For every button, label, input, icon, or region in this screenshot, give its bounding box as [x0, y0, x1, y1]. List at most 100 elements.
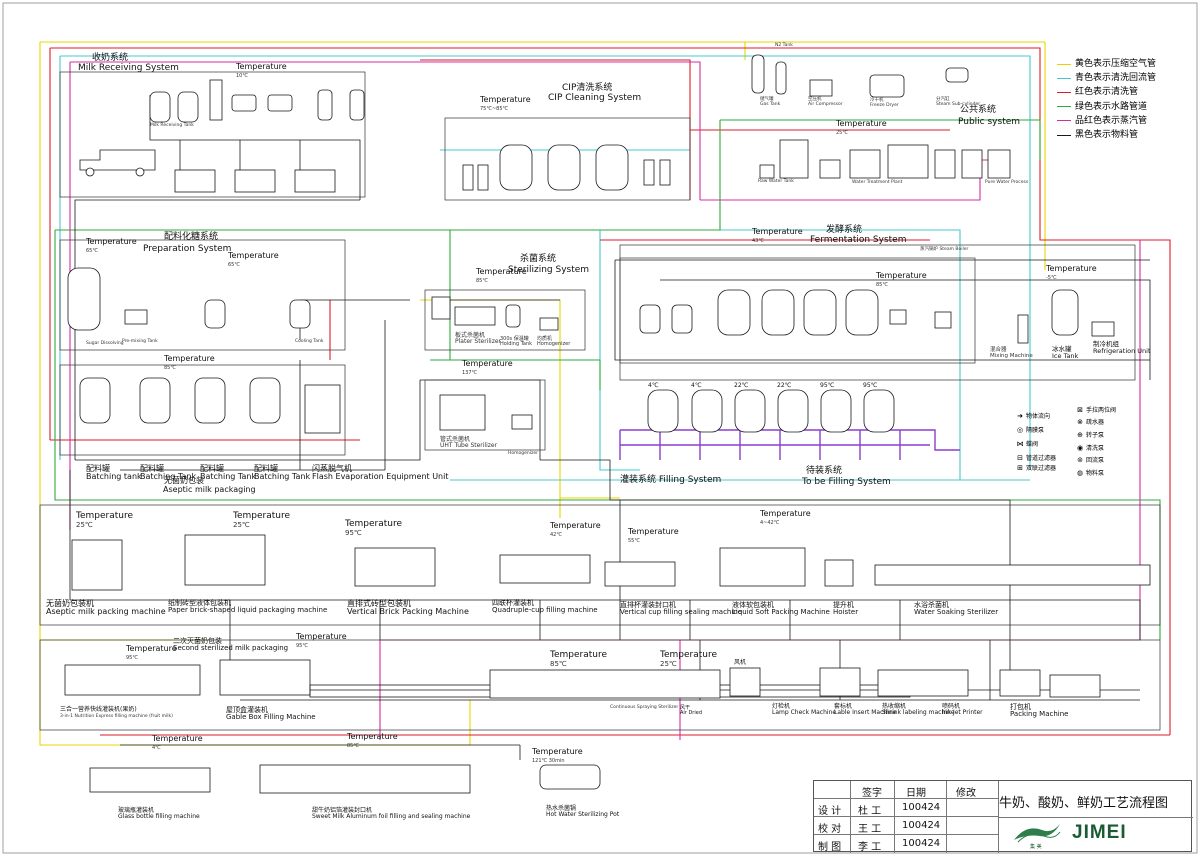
butterfly-valve-icon: ⋈ [1016, 439, 1024, 448]
symbol-legend-text: 手拉两位阀 [1086, 407, 1117, 414]
symbol-legend-text: 物体流向 [1026, 413, 1051, 420]
symbol-legend-text: 管道过滤器 [1026, 455, 1057, 462]
table-header-cell: 日期 [906, 788, 926, 799]
water-treat-label: Water Treatment Plant [852, 180, 903, 185]
legend-swatch [1057, 92, 1071, 93]
symbol-legend-item: ◍物料泵 [1076, 468, 1104, 478]
duplex-filter-icon: ⊞ [1017, 463, 1023, 472]
aseptic-pkg-cn: 无菌奶包装 [164, 476, 204, 485]
homo2-label: Homogenizer [508, 451, 538, 456]
fermentation-cn: 发酵系统 [826, 225, 863, 235]
temp-ice: Temperature-5℃ [1046, 264, 1097, 282]
table-cell-date: 100424 [902, 820, 941, 831]
aseptic-pkg-en: Aseptic milk packaging [163, 485, 256, 494]
air-pipe-yellow [39, 41, 1046, 746]
symbol-legend-text: 双联过滤器 [1026, 465, 1057, 472]
symbol-legend-item: ⊗疏水器 [1076, 417, 1104, 427]
sterilizing-box [424, 289, 586, 351]
filling-row-2 [39, 639, 1161, 731]
table-cell-date: 100424 [902, 838, 941, 849]
filling-rail-purple [619, 429, 960, 460]
brand-name: JIMEI [1072, 822, 1127, 843]
legend-item: 黄色表示压缩空气管 [1057, 57, 1156, 71]
batching-box [59, 364, 346, 456]
symbol-legend-text: 转子泵 [1086, 432, 1105, 439]
pre-mix-label: Pre-mixing Tank [122, 339, 158, 344]
legend-swatch [1057, 63, 1071, 65]
to-be-filling-cn: 待装系统 [806, 466, 843, 476]
symbol-legend-item: ◉清洗泵 [1076, 443, 1104, 453]
flow-arrow-icon: ➜ [1017, 411, 1023, 420]
raw-tank-label: Raw Water Tank [758, 179, 794, 184]
two-position-valve-icon: ⊠ [1077, 405, 1083, 414]
drawing-title: 牛奶、酸奶、鲜奶工艺流程图 [999, 796, 1169, 811]
steam-trap-icon: ⊗ [1077, 417, 1083, 426]
legend-item: 绿色表示水路管道 [1057, 100, 1156, 114]
sugar-label: Sugar Dissolving [86, 341, 124, 346]
milk-tank-label: Milk Receiving Tank [150, 123, 194, 128]
pipe-color-legend: 黄色表示压缩空气管青色表示清洗回流管红色表示清洗管绿色表示水路管道品红色表示蒸汽… [1057, 57, 1156, 142]
legend-list: 黄色表示压缩空气管青色表示清洗回流管红色表示清洗管绿色表示水路管道品红色表示蒸汽… [1057, 57, 1156, 142]
milk-receiving-box [59, 71, 366, 198]
boiler-label: 蒸汽锅炉 Steam Boiler [920, 247, 969, 252]
symbol-legend-text: 蝶阀 [1026, 441, 1039, 448]
milk-receiving-cn: 收奶系统 [92, 53, 129, 63]
symbol-legend-text: 隔膜泵 [1026, 427, 1045, 434]
tank-temp-label: 22℃ [777, 382, 792, 389]
three-in-one-label: 三合一营养快线灌装机(果奶)3-in-1 Nutrition Express f… [60, 706, 173, 720]
rotor-pump-icon: ⊕ [1077, 430, 1083, 439]
preparation-box [59, 239, 346, 351]
cooling-label: Cooling Tank [295, 339, 324, 344]
steril-tunnel-label: Continuous Spraying Sterilizer [610, 705, 679, 710]
equipment [64, 54, 1151, 794]
table-cell-role: 制 图 [818, 842, 842, 853]
tank-temp-label: 4℃ [648, 382, 659, 389]
symbol-legend-item: ⊚回流泵 [1076, 455, 1104, 465]
legend-item: 红色表示清洗管 [1057, 85, 1156, 99]
pipe-filter-icon: ⊟ [1017, 453, 1023, 462]
brand-cn: 集 美 [1030, 844, 1042, 850]
table-cell-name: 王 工 [858, 824, 882, 835]
table-header-cell: 修改 [956, 788, 976, 799]
legend-item: 青色表示清洗回流管 [1057, 71, 1156, 85]
symbol-legend-item: ⊠手拉两位阀 [1076, 405, 1117, 415]
preparation-en: Preparation System [143, 244, 232, 254]
legend-text: 品红色表示蒸汽管 [1075, 115, 1148, 126]
